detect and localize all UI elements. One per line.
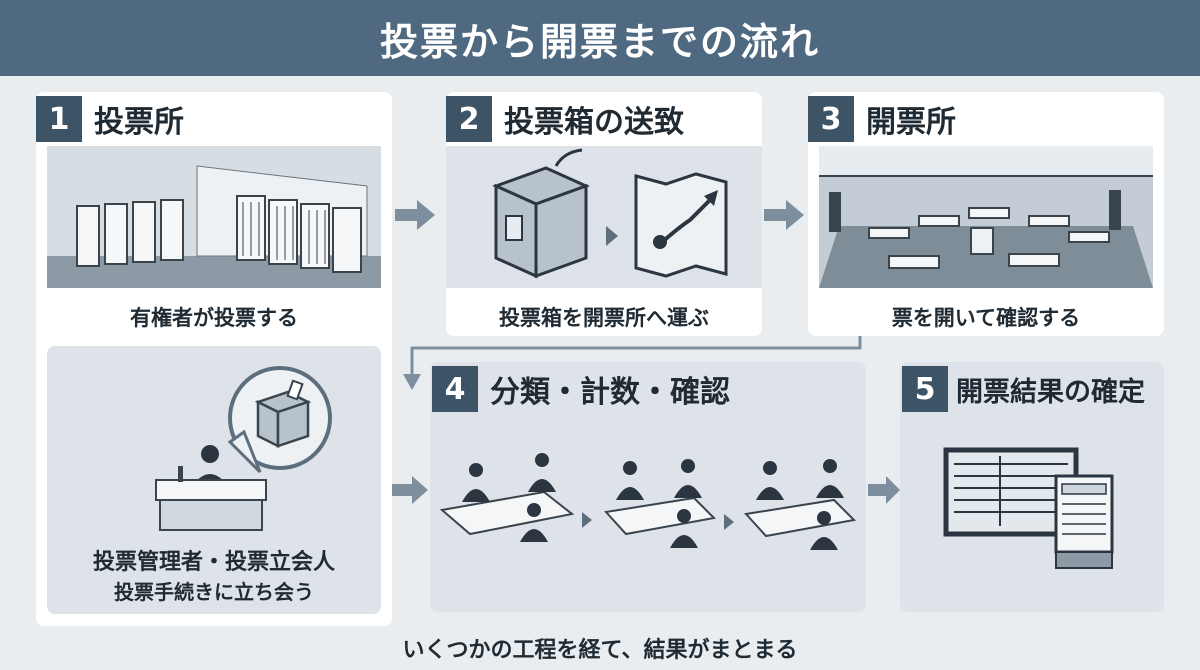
step-3-number: 3 — [808, 96, 854, 142]
step-1-caption: 有権者が投票する — [130, 306, 298, 330]
step-4-number: 4 — [432, 366, 478, 412]
step-2-caption: 投票箱を開票所へ運ぶ — [499, 306, 709, 330]
step-4-header: 4 分類・計数・確認 — [432, 366, 730, 412]
step-1-number: 1 — [36, 96, 82, 142]
arrow-step2-to-step3 — [764, 200, 804, 230]
step-5-title: 開票結果の確定 — [956, 376, 1145, 408]
arrow-witness-to-step4 — [392, 476, 428, 504]
footer-summary: いくつかの工程を経て、結果がまとまる — [402, 638, 798, 663]
step-4-card — [430, 362, 866, 612]
witness-illustration — [155, 366, 332, 531]
counting-hall-illustration — [819, 146, 1153, 288]
sorting-counting-illustration — [439, 453, 857, 550]
step-2-title: 投票箱の送致 — [504, 105, 684, 140]
step-5-number: 5 — [902, 366, 948, 412]
step-3-title: 開票所 — [866, 105, 956, 140]
ballot-box-transport-illustration — [446, 146, 762, 288]
header-banner: 投票から開票までの流れ — [0, 0, 1200, 76]
step-1-header: 1 投票所 — [36, 96, 184, 142]
arrow-step1-to-step2 — [395, 200, 435, 230]
step-1-title: 投票所 — [94, 105, 184, 140]
polling-station-illustration — [47, 146, 381, 288]
step-3-header: 3 開票所 — [808, 96, 956, 142]
step-4-title: 分類・計数・確認 — [490, 375, 730, 410]
step-3-caption: 票を開いて確認する — [891, 306, 1081, 330]
results-board-illustration — [943, 447, 1114, 569]
step-5-header: 5 開票結果の確定 — [902, 366, 1145, 412]
page-title: 投票から開票までの流れ — [379, 19, 820, 64]
step-2-header: 2 投票箱の送致 — [446, 96, 684, 142]
witness-label: 投票管理者・投票立会人 — [92, 550, 335, 575]
witness-description: 投票手続きに立ち会う — [114, 580, 314, 604]
step-2-number: 2 — [446, 96, 492, 142]
arrow-step3-to-step4 — [403, 336, 862, 390]
arrow-step4-to-step5 — [868, 476, 900, 504]
